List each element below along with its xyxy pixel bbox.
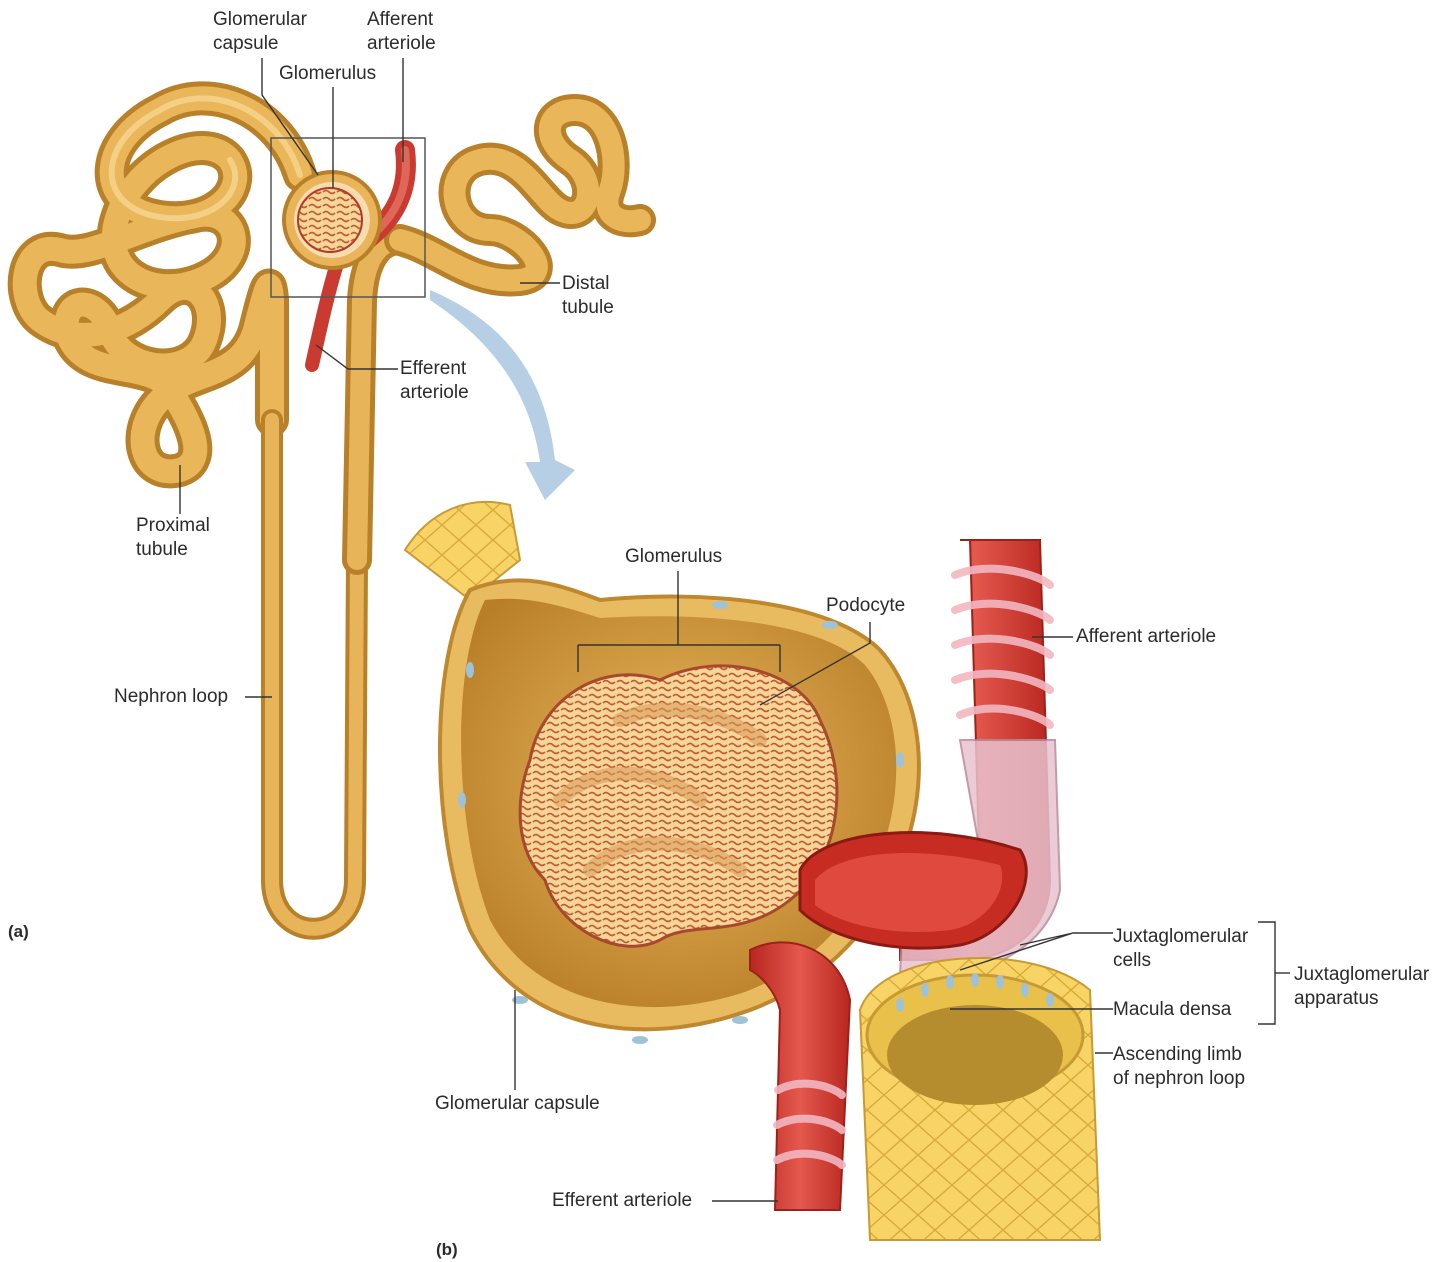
label-juxtaglomerular-apparatus: Juxtaglomerular apparatus [1294,963,1429,1011]
label-glomerulus-b: Glomerulus [625,545,722,569]
panel-letter-a: (a) [8,920,29,944]
label-glomerular-capsule-a: Glomerular capsule [213,8,307,56]
label-nephron-loop: Nephron loop [114,685,228,709]
glomerulus-shape-a [298,188,362,252]
label-macula-densa: Macula densa [1113,998,1231,1022]
label-afferent-arteriole-b: Afferent arteriole [1076,625,1216,649]
label-glomerular-capsule-b: Glomerular capsule [435,1092,600,1116]
label-efferent-arteriole-a: Efferent arteriole [400,357,469,405]
efferent-arteriole-shape-b [750,942,850,1210]
label-afferent-arteriole-a: Afferent arteriole [367,8,436,56]
label-podocyte: Podocyte [826,594,905,618]
label-distal-tubule: Distal tubule [562,272,614,320]
label-ascending-limb: Ascending limb of nephron loop [1113,1043,1245,1091]
label-glomerulus-a: Glomerulus [279,62,376,86]
label-juxtaglomerular-cells: Juxtaglomerular cells [1113,925,1248,973]
panel-b-renal-corpuscle [405,502,1100,1240]
panel-letter-b: (b) [436,1238,458,1262]
label-efferent-arteriole-b: Efferent arteriole [552,1189,692,1213]
label-proximal-tubule: Proximal tubule [136,514,210,562]
